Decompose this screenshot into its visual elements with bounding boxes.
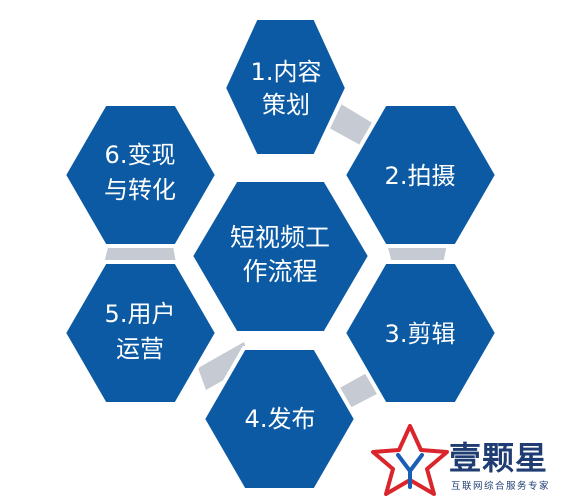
hexagon-group: 1.内容 策划 2.拍摄 3.剪辑 4.发布 5.用户 运营	[62, 16, 499, 492]
brand-tagline: 互联网综合服务专家	[451, 480, 550, 492]
hex-step-2: 2.拍摄	[342, 102, 499, 248]
hex-step-2-label: 2.拍摄	[385, 162, 456, 190]
hex-center: 短视频工 作流程	[189, 178, 372, 335]
hex-step-2-shape	[342, 102, 499, 248]
brand-name: 壹颗星	[449, 439, 548, 477]
hex-step-5: 5.用户 运营	[62, 260, 219, 406]
hex-step-1-shape	[222, 16, 349, 158]
hex-step-1-line-1: 1.内容	[251, 58, 322, 86]
hex-step-5-line-2: 运营	[116, 335, 164, 363]
logo-y-mark	[396, 453, 424, 489]
hex-step-5-shape	[62, 260, 219, 406]
hex-step-4: 4.发布	[201, 346, 358, 492]
hex-step-1: 1.内容 策划	[222, 16, 349, 158]
hex-step-3-shape	[342, 260, 499, 406]
hex-step-1-line-2: 策划	[262, 91, 310, 119]
star-y-logo-icon	[371, 424, 449, 496]
hex-step-3-label: 3.剪辑	[385, 320, 456, 348]
hex-step-6-shape	[62, 102, 219, 248]
hex-step-6-line-1: 6.变现	[105, 141, 176, 169]
hex-step-5-line-1: 5.用户	[105, 300, 176, 328]
hex-step-6: 6.变现 与转化	[62, 102, 219, 248]
hex-center-line-2: 作流程	[242, 257, 317, 286]
hex-step-4-shape	[201, 346, 358, 492]
hex-step-4-label: 4.发布	[245, 405, 316, 433]
hex-center-line-1: 短视频工	[230, 223, 330, 252]
brand-logo: 壹颗星 互联网综合服务专家	[371, 424, 550, 496]
hex-step-3: 3.剪辑	[342, 260, 499, 406]
hex-step-6-line-2: 与转化	[104, 176, 176, 204]
hex-center-shape	[189, 178, 372, 335]
